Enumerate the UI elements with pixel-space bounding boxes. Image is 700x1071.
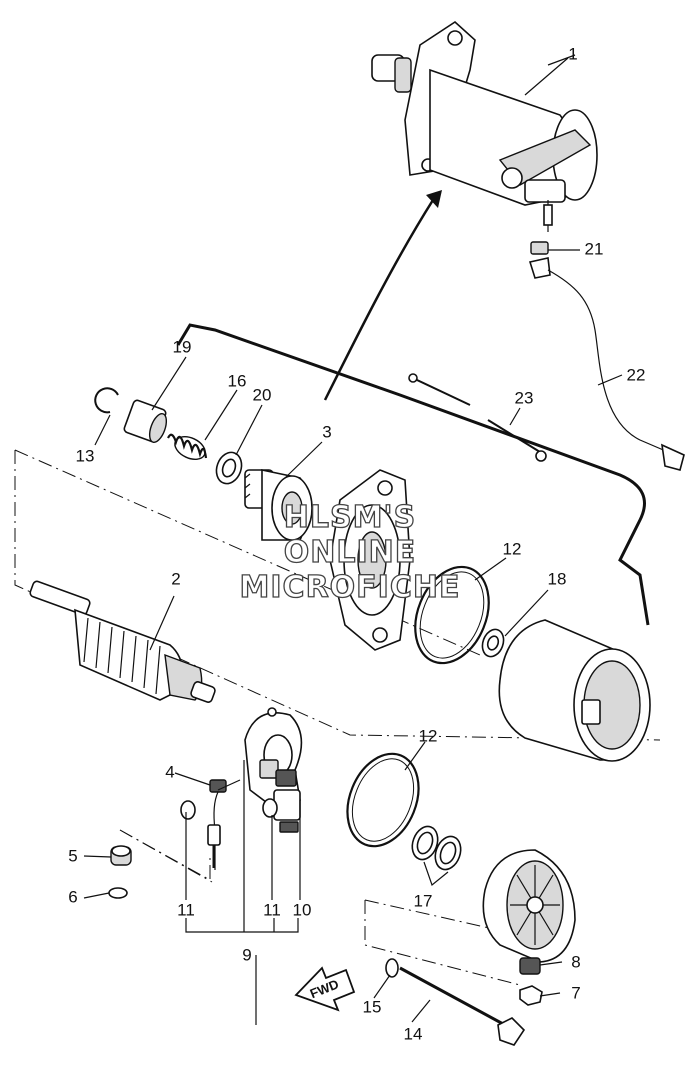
fwd-arrow-icon: FWD bbox=[294, 966, 356, 1012]
watermark-line-2: ONLINE bbox=[284, 535, 417, 570]
small-washer bbox=[108, 887, 128, 899]
callout-15: 15 bbox=[363, 997, 382, 1016]
thrust-washer bbox=[215, 451, 243, 485]
callout-6: 6 bbox=[68, 887, 77, 906]
starter-motor-assembly bbox=[371, 20, 598, 232]
watermark-line-3: MICROFICHE bbox=[240, 570, 461, 605]
callout-10: 10 bbox=[293, 900, 312, 919]
callout-labels: 1 2 3 4 5 6 7 8 9 10 11 11 12 12 13 14 1… bbox=[68, 44, 645, 1043]
front-bracket bbox=[329, 469, 411, 651]
rear-cover bbox=[482, 849, 576, 963]
callout-5: 5 bbox=[68, 846, 77, 865]
bushing bbox=[110, 845, 132, 866]
clutch-assembly bbox=[244, 469, 313, 541]
callout-12-upper: 12 bbox=[503, 539, 522, 558]
circlip bbox=[94, 387, 119, 414]
screw-washer-left bbox=[180, 800, 221, 868]
callout-11-left: 11 bbox=[177, 900, 195, 919]
callout-19: 19 bbox=[173, 337, 192, 356]
callout-21: 21 bbox=[585, 239, 604, 258]
callout-16: 16 bbox=[228, 371, 247, 390]
group-bracket bbox=[176, 323, 650, 626]
brush-holder bbox=[259, 759, 301, 833]
yoke-housing bbox=[498, 619, 651, 762]
lead-wire bbox=[528, 257, 685, 471]
o-ring-lower bbox=[346, 752, 420, 848]
small-o-ring bbox=[385, 958, 399, 978]
callout-18: 18 bbox=[548, 569, 567, 588]
screw-washer-right bbox=[262, 798, 278, 818]
end-nut bbox=[519, 985, 543, 1006]
shim-washers bbox=[411, 825, 462, 887]
callout-11-right: 11 bbox=[263, 900, 281, 919]
watermark-line-1: HLSM'S bbox=[284, 500, 416, 535]
callout-23: 23 bbox=[515, 388, 534, 407]
cover-nut bbox=[519, 957, 541, 975]
through-bolt bbox=[399, 966, 526, 1046]
washer-18 bbox=[481, 628, 505, 658]
terminal-nut bbox=[530, 241, 580, 255]
leader-lines bbox=[83, 57, 569, 1023]
spring bbox=[167, 433, 208, 461]
assembly-arrow bbox=[323, 190, 442, 401]
callout-1: 1 bbox=[568, 44, 577, 63]
callout-8: 8 bbox=[571, 952, 580, 971]
armature bbox=[29, 580, 216, 703]
callout-2: 2 bbox=[171, 569, 180, 588]
callout-20: 20 bbox=[253, 385, 272, 404]
watermark: HLSM'S ONLINE MICROFICHE bbox=[239, 499, 461, 605]
callout-4: 4 bbox=[165, 762, 174, 781]
short-lead-wires bbox=[408, 373, 547, 462]
callout-3: 3 bbox=[322, 422, 331, 441]
callout-13: 13 bbox=[76, 446, 95, 465]
callout-7: 7 bbox=[571, 983, 580, 1002]
collar bbox=[123, 399, 168, 443]
callout-22: 22 bbox=[627, 365, 646, 384]
callout-12-lower: 12 bbox=[419, 726, 438, 745]
callout-14: 14 bbox=[404, 1024, 423, 1043]
group-bracket-9-10-11 bbox=[185, 760, 299, 1025]
callout-17: 17 bbox=[414, 891, 433, 910]
callout-9: 9 bbox=[242, 945, 251, 964]
o-ring-upper bbox=[414, 565, 490, 665]
